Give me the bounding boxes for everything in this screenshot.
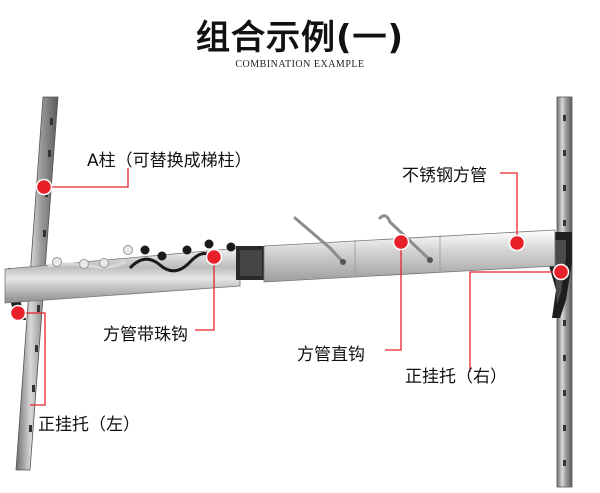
callout-markers: [9, 178, 570, 322]
page-subtitle: COMBINATION EXAMPLE: [235, 59, 365, 70]
straight-hooks: [293, 214, 433, 265]
ball-hooks: [47, 239, 236, 273]
leader-lines: [18, 168, 561, 406]
label-front-bracket-right: 正挂托（右）: [405, 367, 507, 387]
marker-left-bracket: [9, 304, 27, 322]
marker-ball-hook: [205, 248, 223, 266]
label-stainless-square-tube: 不锈钢方管: [402, 166, 487, 186]
marker-right-bracket: [552, 263, 570, 281]
label-square-tube-straight-hook: 方管直钩: [297, 345, 365, 365]
label-a-post: A柱（可替换成梯柱）: [87, 151, 252, 171]
page-title: 组合示例(一): [195, 18, 405, 58]
square-tube-left: [4, 246, 266, 304]
marker-a-post: [35, 178, 53, 196]
label-front-bracket-left: 正挂托（左）: [38, 415, 140, 435]
marker-straight-hook: [392, 233, 410, 251]
label-square-tube-ball-hook: 方管带珠钩: [103, 325, 188, 345]
marker-stainless-tube: [508, 234, 526, 252]
square-tube-right: [263, 229, 556, 283]
